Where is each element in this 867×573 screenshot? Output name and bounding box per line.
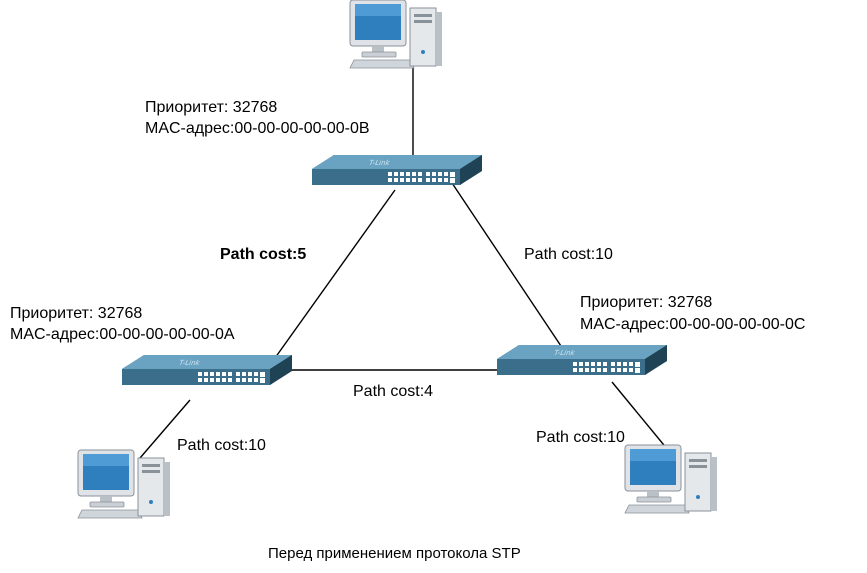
right-switch-priority: Приоритет: 32768 xyxy=(580,294,712,311)
diagram-caption: Перед применением протокола STP xyxy=(268,545,521,562)
link-right-pc xyxy=(611,381,669,451)
left-switch-mac: MAC-адрес:00-00-00-00-00-0A xyxy=(10,326,235,343)
path-cost-top-left: Path cost:5 xyxy=(220,246,306,263)
computer-icon xyxy=(624,444,718,514)
network-switch-icon xyxy=(122,355,292,385)
network-switch-icon xyxy=(312,155,482,185)
link-top-left xyxy=(269,189,396,366)
computer-icon xyxy=(349,0,443,69)
network-switch-icon xyxy=(497,345,667,375)
path-cost-right-pc: Path cost:10 xyxy=(536,429,625,446)
top-switch-priority: Приоритет: 32768 xyxy=(145,99,277,116)
link-left-pc xyxy=(139,399,191,459)
top-switch-mac: MAC-адрес:00-00-00-00-00-0B xyxy=(145,120,370,137)
path-cost-top-right: Path cost:10 xyxy=(524,246,613,263)
link-top-right xyxy=(449,179,568,356)
computer-icon xyxy=(77,449,171,519)
path-cost-left-right: Path cost:4 xyxy=(353,383,433,400)
left-switch-priority: Приоритет: 32768 xyxy=(10,305,142,322)
right-switch-mac: MAC-адрес:00-00-00-00-00-0C xyxy=(580,316,805,333)
path-cost-left-pc: Path cost:10 xyxy=(177,437,266,454)
